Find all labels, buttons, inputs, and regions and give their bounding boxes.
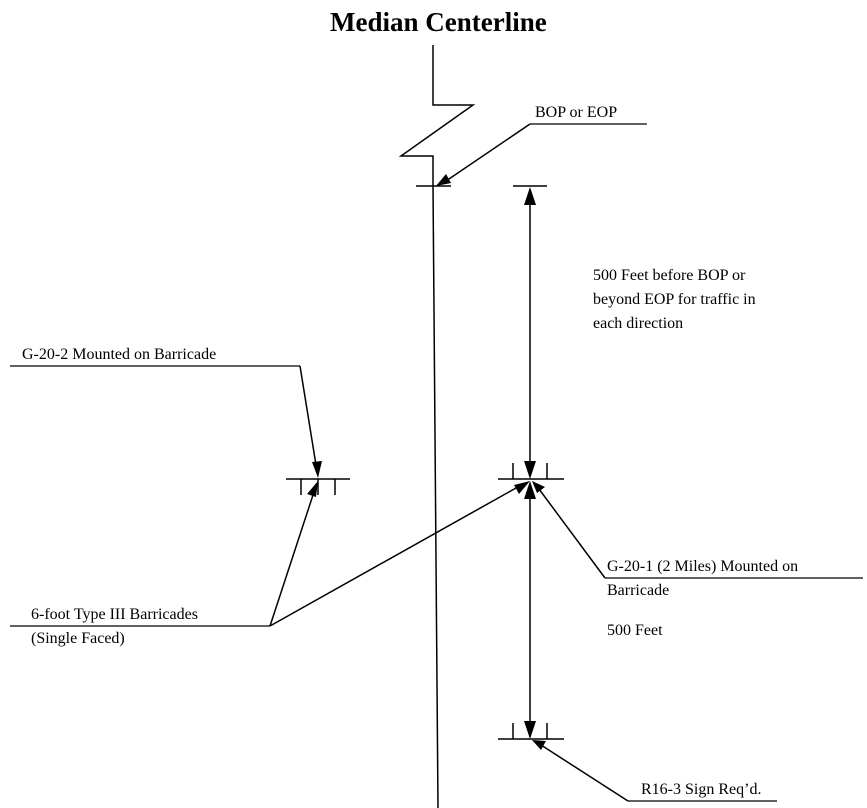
g20-2-leader [299, 365, 317, 466]
r16-3-arrowhead [532, 740, 546, 750]
dimension-lower-arrow-bottom [524, 721, 536, 739]
median-centerline [432, 185, 439, 808]
dimension-upper-arrow-bottom [524, 461, 536, 479]
distance-note-line-1: 500 Feet before BOP or [593, 267, 746, 284]
r16-3-label: R16-3 Sign Req’d. [641, 781, 762, 798]
barricades-leader-right [269, 487, 517, 627]
bop-eop-arrowhead [436, 174, 451, 186]
barricades-label-line-2: (Single Faced) [31, 630, 125, 647]
barricades-arrowhead-right [514, 481, 530, 494]
g20-1-label-line-1: G-20-1 (2 Miles) Mounted on [607, 558, 799, 575]
bop-eop-label: BOP or EOP [535, 104, 618, 121]
median-centerline-break [398, 45, 476, 186]
r16-3-leader [540, 744, 629, 802]
distance-note-line-2: beyond EOP for traffic in [593, 291, 756, 308]
g20-2-arrowhead [312, 461, 322, 478]
g20-1-arrowhead [532, 481, 545, 493]
bop-eop-leader [445, 123, 531, 182]
barricades-label-line-1: 6-foot Type III Barricades [31, 606, 198, 623]
barricades-arrowhead-left [307, 481, 318, 497]
g20-1-leader [538, 488, 606, 579]
distance-500-label: 500 Feet [607, 622, 663, 639]
g20-2-label: G-20-2 Mounted on Barricade [22, 346, 217, 363]
dimension-upper-arrow-top [524, 187, 536, 205]
diagram-title: Median Centerline [330, 7, 547, 37]
dimension-lower-arrow-top [524, 481, 536, 499]
g20-1-label-line-2: Barricade [607, 582, 670, 599]
distance-note-line-3: each direction [593, 315, 684, 332]
barricades-leader-left [269, 494, 314, 627]
